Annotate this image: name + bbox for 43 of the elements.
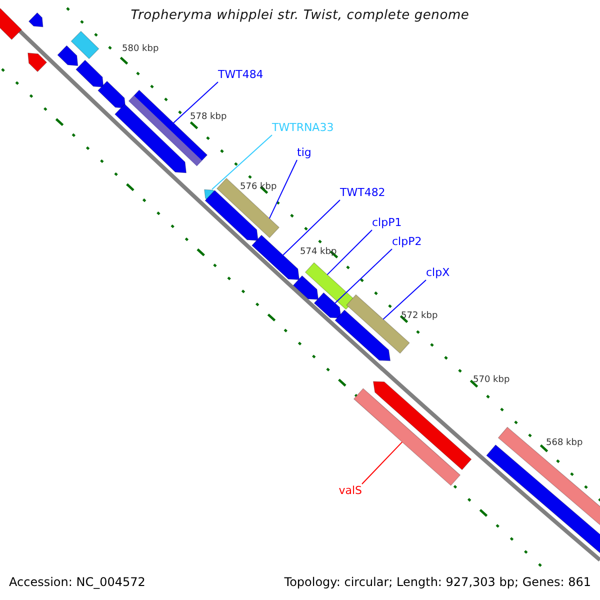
gene-block bbox=[216, 178, 280, 238]
leader-line bbox=[268, 160, 298, 219]
gene-block bbox=[28, 12, 44, 28]
gene-block bbox=[353, 388, 461, 486]
leader-line bbox=[382, 280, 426, 320]
gene-label: valS bbox=[338, 484, 362, 498]
gene-block bbox=[28, 52, 48, 72]
scale-label: 578 kbp bbox=[190, 112, 227, 123]
gene-block bbox=[372, 381, 472, 470]
gene-block bbox=[292, 275, 319, 300]
gene-block bbox=[204, 190, 258, 241]
gene-block bbox=[114, 104, 187, 174]
gene-label: clpP1 bbox=[372, 216, 402, 230]
map-title: Tropheryma whipplei str. Twist, complete genome bbox=[130, 8, 470, 23]
leader-line bbox=[282, 200, 340, 256]
scale-label: 572 kbp bbox=[401, 311, 438, 322]
gene-block bbox=[252, 234, 300, 280]
gene-label: TWTRNA33 bbox=[272, 121, 334, 135]
accession-text: Accession: NC_004572 bbox=[9, 575, 146, 590]
gene-label: tig bbox=[297, 146, 312, 160]
gene-block bbox=[334, 310, 391, 362]
gene-label: TWT484 bbox=[218, 68, 264, 82]
gene-block bbox=[70, 30, 100, 60]
leader-line bbox=[326, 230, 372, 276]
gene-block bbox=[304, 262, 356, 310]
gene-label: clpX bbox=[426, 266, 450, 280]
leader-line bbox=[212, 134, 272, 190]
gene-block bbox=[314, 292, 342, 318]
genome-stats-text: Topology: circular; Length: 927,303 bp; Genes: 861 bbox=[284, 575, 591, 590]
scale-label: 574 kbp bbox=[300, 247, 337, 258]
leader-line bbox=[173, 82, 218, 124]
gene-block bbox=[0, 8, 22, 40]
gene-block bbox=[57, 45, 78, 66]
leader-line bbox=[362, 442, 403, 484]
gene-label: TWT482 bbox=[340, 186, 386, 200]
scale-label: 576 kbp bbox=[240, 182, 277, 193]
scale-label: 570 kbp bbox=[473, 375, 510, 386]
gene-block bbox=[76, 60, 104, 88]
scale-label: 580 kbp bbox=[122, 44, 159, 55]
scale-label: 568 kbp bbox=[546, 438, 583, 449]
gene-label: clpP2 bbox=[392, 235, 422, 249]
gene-block bbox=[98, 80, 126, 108]
leader-line bbox=[334, 248, 392, 304]
